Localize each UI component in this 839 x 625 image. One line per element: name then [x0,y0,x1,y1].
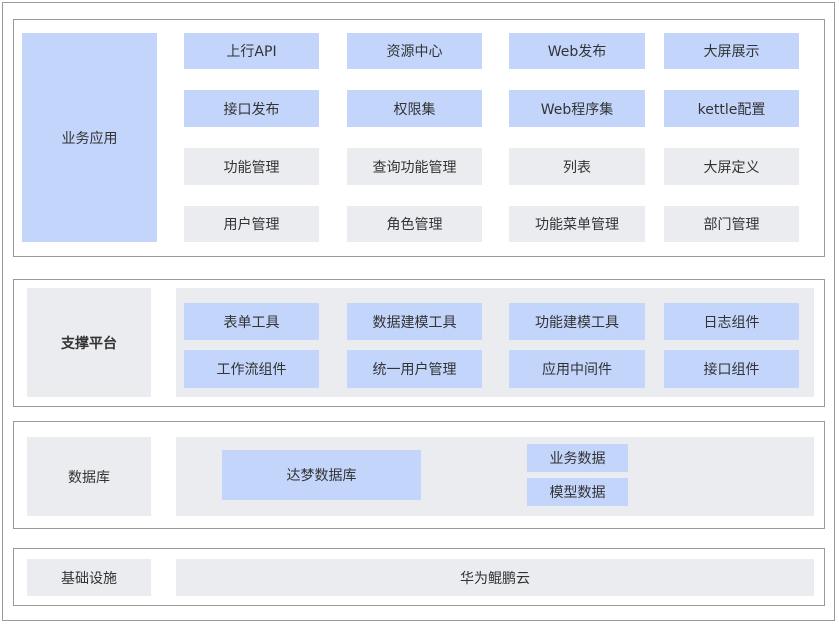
module-function-menu-management: 功能菜单管理 [509,206,645,242]
module-query-function-management: 查询功能管理 [347,148,482,185]
module-uplink-api: 上行API [184,33,319,69]
module-kettle-config: kettle配置 [664,90,799,127]
business-data: 业务数据 [527,444,628,472]
module-big-screen-display: 大屏展示 [664,33,799,69]
module-user-management: 用户管理 [184,206,319,242]
module-resource-center: 资源中心 [347,33,482,69]
component-function-modeling-tool: 功能建模工具 [509,303,645,340]
module-interface-publish: 接口发布 [184,90,319,127]
module-big-screen-definition: 大屏定义 [664,148,799,185]
module-list: 列表 [509,148,645,185]
module-department-management: 部门管理 [664,206,799,242]
component-unified-user-management: 统一用户管理 [347,350,482,388]
module-role-management: 角色管理 [347,206,482,242]
component-data-modeling-tool: 数据建模工具 [347,303,482,340]
support-layer-title: 支撑平台 [27,288,151,397]
module-web-program-set: Web程序集 [509,90,645,127]
component-workflow: 工作流组件 [184,350,319,388]
dameng-database: 达梦数据库 [222,450,421,500]
huawei-kunpeng-cloud: 华为鲲鹏云 [176,559,814,596]
component-interface: 接口组件 [664,350,799,388]
component-log: 日志组件 [664,303,799,340]
infra-layer-title: 基础设施 [27,559,151,596]
database-layer-title: 数据库 [27,437,151,516]
module-function-management: 功能管理 [184,148,319,185]
component-app-middleware: 应用中间件 [509,350,645,388]
model-data: 模型数据 [527,478,628,506]
business-layer-title: 业务应用 [22,33,157,242]
module-permission-set: 权限集 [347,90,482,127]
component-form-tool: 表单工具 [184,303,319,340]
module-web-publish: Web发布 [509,33,645,69]
